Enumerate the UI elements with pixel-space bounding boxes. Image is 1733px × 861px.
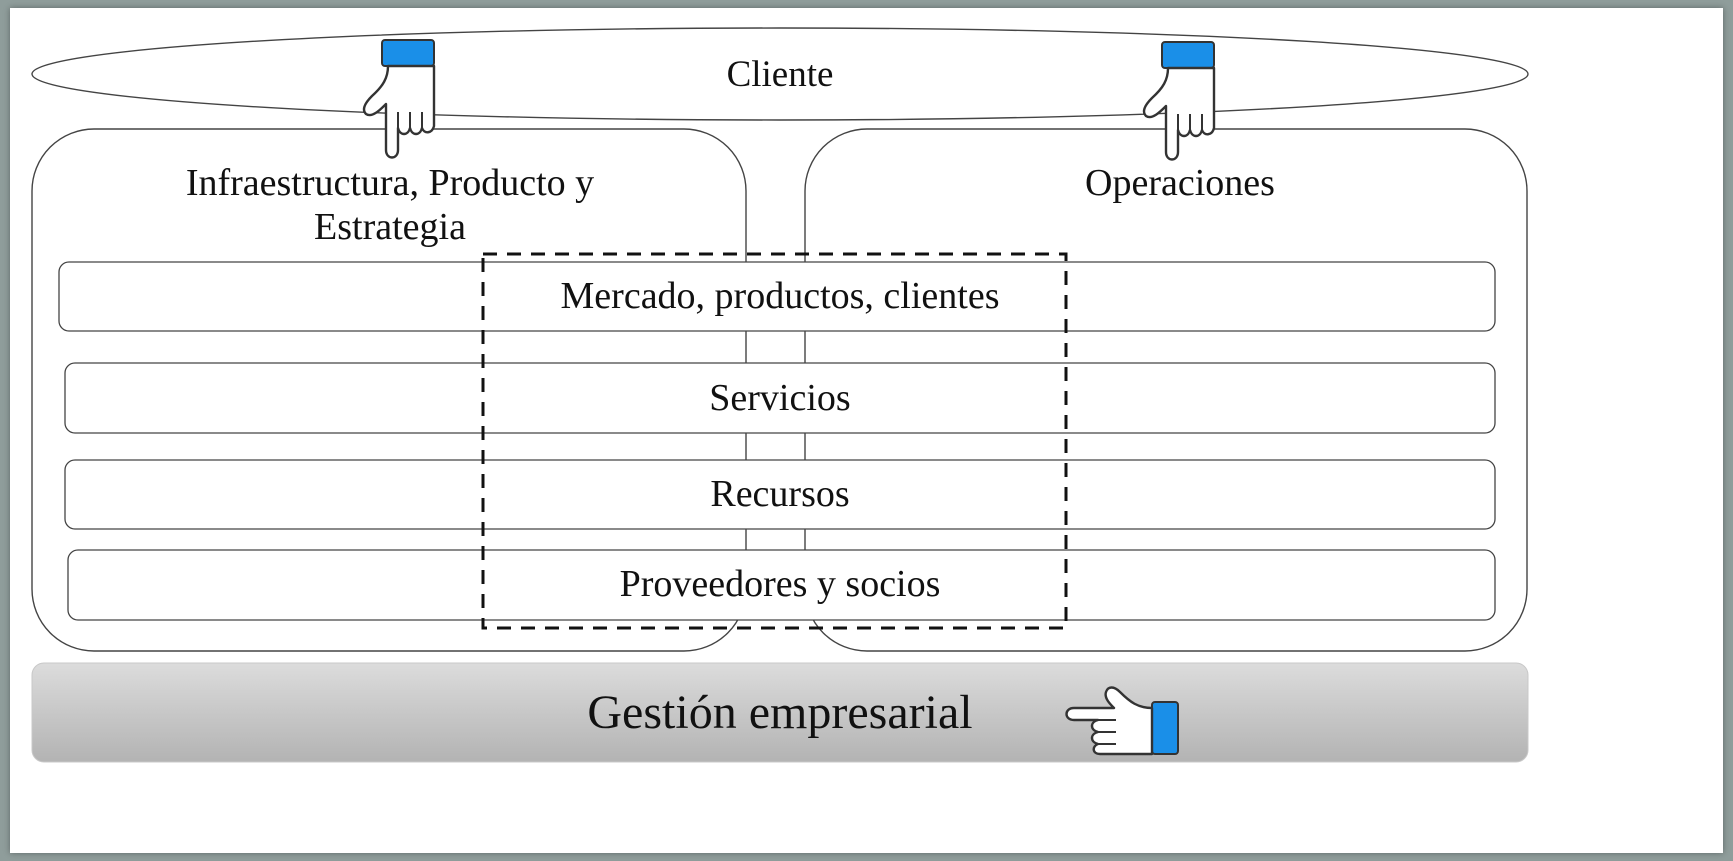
layer-label-resources: Recursos	[710, 473, 850, 515]
layer-label-services: Servicios	[709, 377, 851, 419]
pointing-hand-left-icon	[1065, 686, 1179, 756]
layer-bar-market	[58, 261, 1496, 332]
client-label: Cliente	[726, 54, 834, 95]
layer-label-market: Mercado, productos, clientes	[560, 275, 1000, 317]
pointing-hand-down-icon	[362, 39, 436, 159]
right-panel-title: Operaciones	[1085, 162, 1275, 204]
layer-bar-resources	[64, 459, 1496, 530]
diagram-frame: Cliente Infraestructura, Producto y Estr…	[10, 8, 1723, 853]
dashed-highlight-box	[481, 252, 1068, 630]
layer-label-suppliers: Proveedores y socios	[619, 563, 941, 605]
footer-label: Gestión empresarial	[587, 686, 973, 739]
business-architecture-diagram	[31, 27, 1529, 763]
layer-bar-suppliers	[67, 549, 1496, 621]
pointing-hand-down-icon	[1142, 41, 1216, 161]
left-panel-title: Infraestructura, Producto y Estrategia	[185, 162, 595, 248]
layer-bar-services	[64, 362, 1496, 434]
